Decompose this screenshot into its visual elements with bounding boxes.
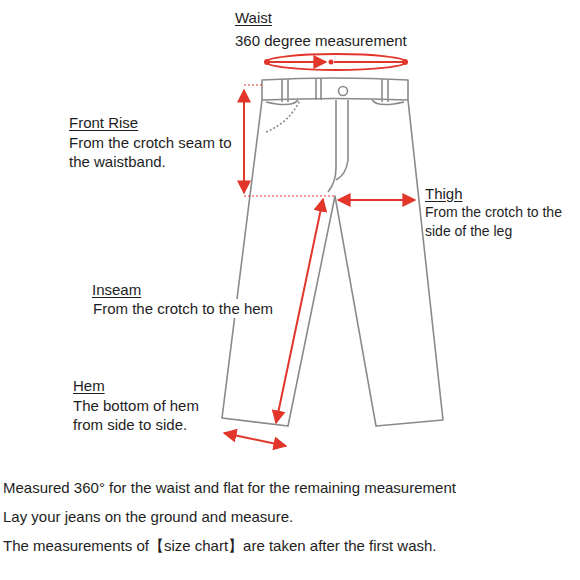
waist-dots <box>264 59 408 65</box>
note-text: The bottom of hem from side to side. <box>73 396 233 434</box>
part-name: Front Rise <box>69 113 138 132</box>
instruction-text: Measured 360° for the waist and flat for… <box>3 478 456 497</box>
note-text: From the crotch to the hem <box>92 299 274 318</box>
instruction-text: The measurements of【size chart】are taken… <box>3 536 437 555</box>
jeans-outline <box>222 78 443 426</box>
instruction-text: Lay your jeans on the ground and measure… <box>3 507 293 526</box>
part-name: Hem <box>73 376 105 395</box>
note-text: 360 degree measurement <box>235 31 407 50</box>
measurement-marks <box>224 54 415 446</box>
note-text: From the crotch to the side of the leg <box>425 203 576 241</box>
part-name: Thigh <box>425 184 463 203</box>
part-name: Waist <box>235 8 272 27</box>
note-text: From the crotch seam to the waistband. <box>69 133 247 171</box>
part-name: Inseam <box>92 280 141 299</box>
